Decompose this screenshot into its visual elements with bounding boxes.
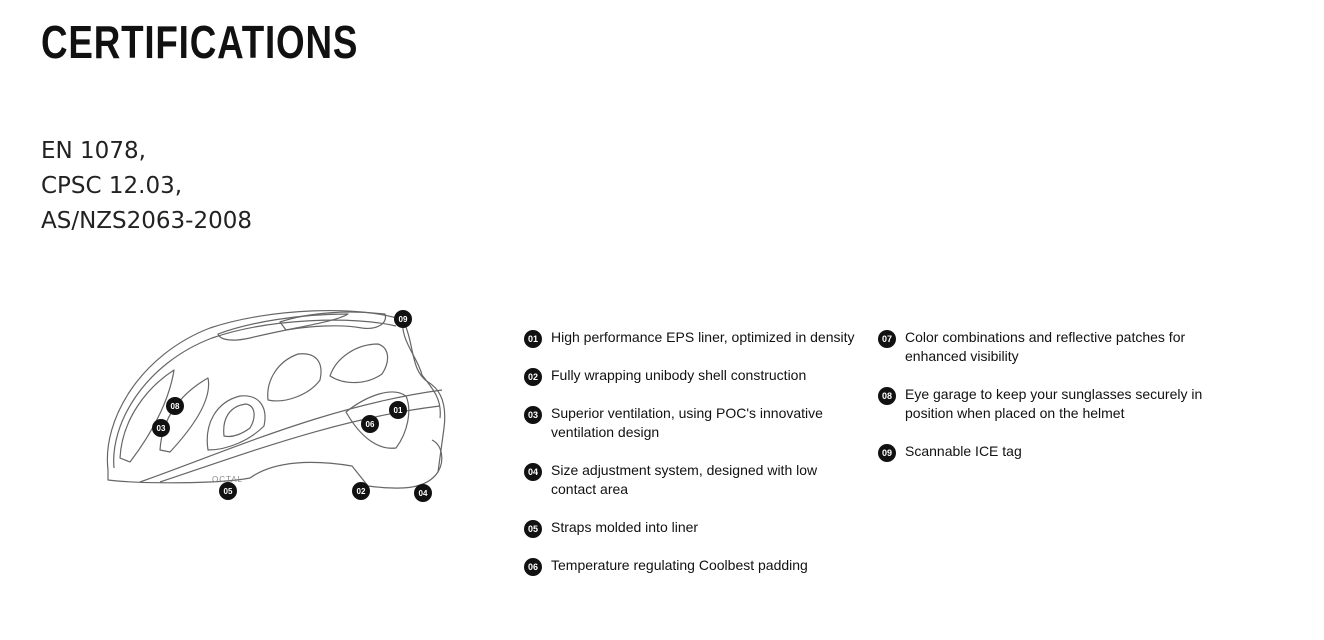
helmet-vent [345, 391, 410, 449]
feature-text: Straps molded into liner [551, 519, 699, 535]
callout-09: 09 [394, 310, 412, 328]
feature-item: 05 Straps molded into liner [524, 518, 864, 538]
helmet-vent [206, 395, 266, 451]
helmet-diagram: OCTAL 09 08 03 06 01 05 02 04 [106, 309, 446, 502]
feature-text: Size adjustment system, designed with lo… [551, 462, 818, 497]
helmet-logo: OCTAL [212, 475, 243, 484]
feature-item: 04 Size adjustment system, designed with… [524, 461, 864, 499]
feature-number-badge: 01 [524, 330, 542, 348]
helmet-vent [217, 313, 349, 341]
callout-08: 08 [166, 397, 184, 415]
feature-number-badge: 02 [524, 368, 542, 386]
callout-02: 02 [352, 482, 370, 500]
feature-text: Temperature regulating Coolbest padding [551, 557, 808, 573]
certification-list: EN 1078, CPSC 12.03, AS/NZS2063-2008 [41, 134, 252, 239]
callout-04: 04 [414, 484, 432, 502]
feature-text: Scannable ICE tag [905, 443, 1022, 459]
svg-text:06: 06 [366, 420, 375, 429]
feature-number-badge: 08 [878, 387, 896, 405]
helmet-shell [106, 309, 446, 489]
feature-item: 02 Fully wrapping unibody shell construc… [524, 366, 864, 386]
helmet-strap [431, 439, 443, 473]
callout-01: 01 [389, 401, 407, 419]
svg-text:09: 09 [399, 315, 408, 324]
callout-05: 05 [219, 482, 237, 500]
callout-06: 06 [361, 415, 379, 433]
feature-number-badge: 06 [524, 558, 542, 576]
svg-text:03: 03 [157, 424, 166, 433]
feature-number-badge: 09 [878, 444, 896, 462]
feature-item: 03 Superior ventilation, using POC's inn… [524, 404, 864, 442]
certification-item: EN 1078, [41, 138, 146, 164]
helmet-vent [267, 353, 322, 402]
feature-number-badge: 04 [524, 463, 542, 481]
feature-item: 07 Color combinations and reflective pat… [878, 328, 1218, 366]
helmet-vent [223, 403, 255, 438]
certification-item: AS/NZS2063-2008 [41, 208, 253, 234]
feature-text: Color combinations and reflective patche… [905, 329, 1186, 364]
svg-text:01: 01 [394, 406, 403, 415]
svg-text:08: 08 [171, 402, 180, 411]
helmet-vent [279, 311, 387, 331]
svg-text:04: 04 [419, 489, 428, 498]
feature-item: 06 Temperature regulating Coolbest paddi… [524, 556, 864, 576]
feature-text: High performance EPS liner, optimized in… [551, 329, 855, 345]
helmet-vent [329, 343, 389, 384]
callout-03: 03 [152, 419, 170, 437]
feature-item: 08 Eye garage to keep your sunglasses se… [878, 385, 1218, 423]
svg-text:02: 02 [357, 487, 366, 496]
feature-number-badge: 03 [524, 406, 542, 424]
feature-item: 09 Scannable ICE tag [878, 442, 1218, 462]
feature-text: Eye garage to keep your sunglasses secur… [905, 386, 1203, 421]
helmet-rear-trim [402, 319, 441, 419]
certification-item: CPSC 12.03, [41, 173, 183, 199]
feature-text: Fully wrapping unibody shell constructio… [551, 367, 807, 383]
feature-number-badge: 07 [878, 330, 896, 348]
helmet-inner-edge [113, 319, 397, 469]
helmet-band [139, 389, 443, 483]
feature-item: 01 High performance EPS liner, optimized… [524, 328, 864, 348]
helmet-vent [159, 377, 210, 453]
helmet-vent [119, 369, 175, 463]
page-title: CERTIFICATIONS [41, 16, 359, 68]
feature-text: Superior ventilation, using POC's innova… [551, 405, 823, 440]
feature-number-badge: 05 [524, 520, 542, 538]
svg-text:05: 05 [224, 487, 233, 496]
